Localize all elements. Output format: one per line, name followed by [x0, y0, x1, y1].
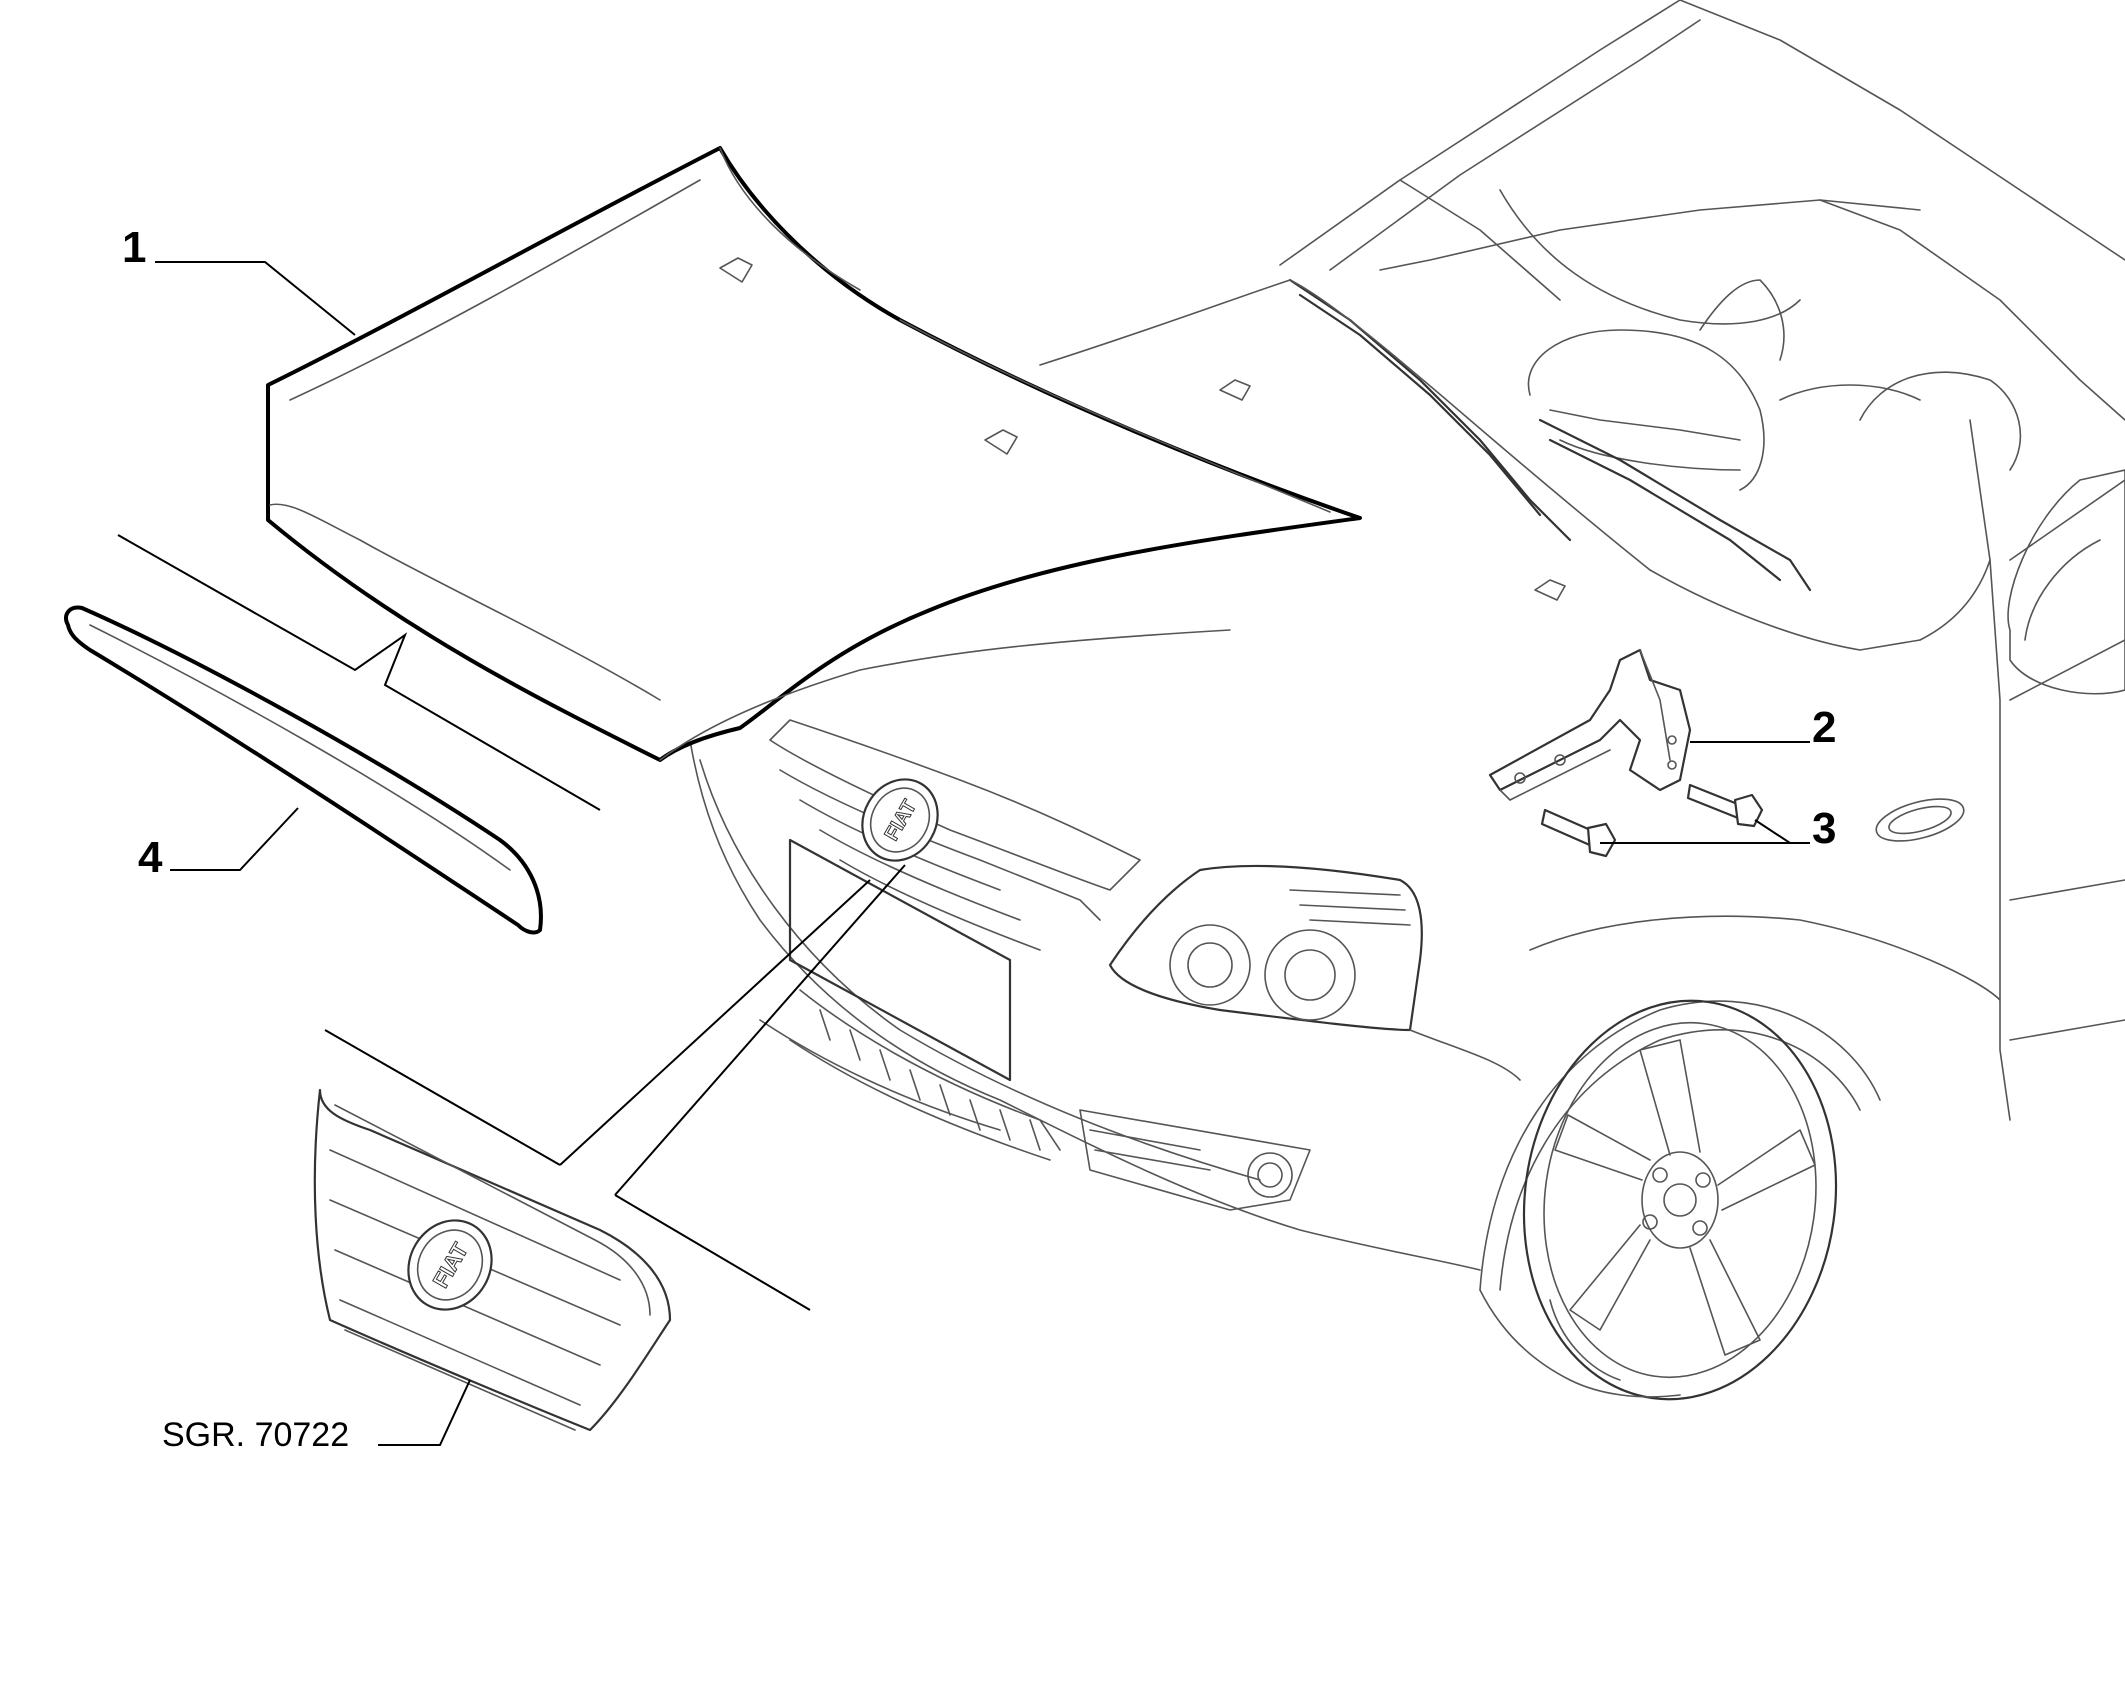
bolt-part-a — [1686, 783, 1764, 828]
trim-strip-part — [63, 605, 543, 935]
bolt-part-b — [1540, 808, 1617, 858]
leader-lines — [155, 261, 1810, 1446]
car-body-outline — [689, 0, 2125, 1401]
callout-3-label: 3 — [1812, 804, 1836, 853]
hood-part — [266, 146, 1362, 762]
callout-4-label: 4 — [138, 833, 163, 882]
break-lines — [117, 534, 906, 1311]
callout-1-label: 1 — [122, 223, 146, 272]
reference-code: SGR. 70722 — [162, 1416, 349, 1454]
hinge-part — [1488, 648, 1692, 801]
callout-2-label: 2 — [1812, 703, 1836, 752]
grille-badge: FIAT — [407, 1219, 493, 1311]
car-badge: FIAT — [861, 778, 939, 862]
